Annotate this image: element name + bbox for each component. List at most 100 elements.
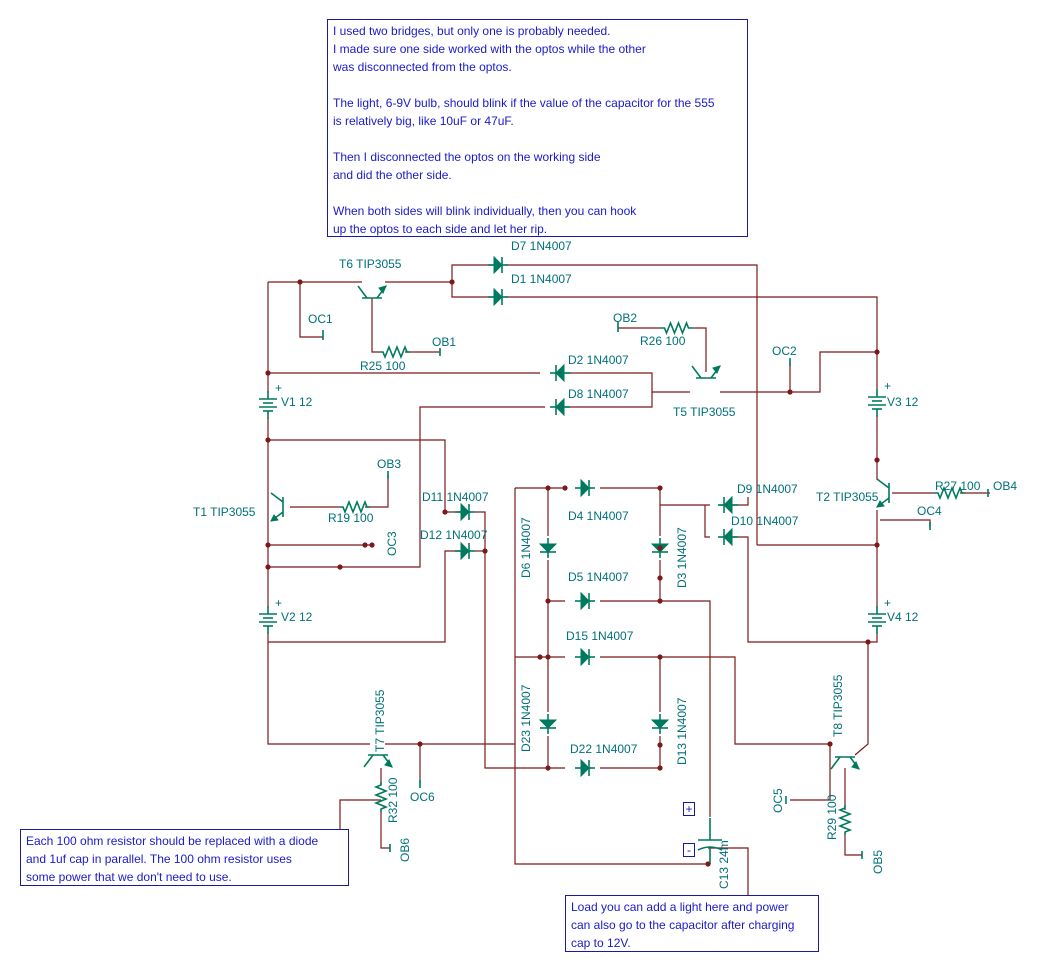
label-r32: R32 100	[386, 777, 400, 823]
junction-dot	[545, 765, 551, 771]
note-resistor-line: Each 100 ohm resistor should be replaced…	[26, 834, 319, 848]
diode-d23	[538, 714, 558, 734]
battery-v1: +	[259, 381, 282, 419]
label-ob2: OB2	[613, 311, 637, 325]
label-r27: R27 100	[935, 479, 981, 493]
component-symbols: + + + +	[259, 255, 989, 864]
battery-plus-sign: +	[275, 596, 282, 610]
wire	[339, 799, 381, 829]
label-v2: V2 12	[281, 610, 313, 624]
wire	[704, 505, 710, 538]
label-d13: D13 1N4007	[675, 697, 689, 765]
note-load-line: can also go to the capacitor after charg…	[571, 918, 795, 932]
label-d8: D8 1N4007	[568, 387, 629, 401]
junction-dot	[705, 861, 711, 867]
junction-dots	[265, 279, 880, 867]
wire	[380, 812, 390, 849]
junction-dot	[874, 542, 880, 548]
diode-d8	[550, 397, 570, 417]
note-resistor: Each 100 ohm resistor should be replaced…	[20, 829, 349, 886]
wire	[267, 632, 370, 745]
wire	[730, 536, 878, 643]
wire	[600, 600, 711, 817]
wire	[268, 550, 465, 643]
label-d3: D3 1N4007	[675, 527, 689, 588]
minus-terminal-marker: -	[683, 843, 695, 857]
label-c13: C13 24m	[717, 840, 731, 889]
junction-dot	[369, 542, 375, 548]
wire	[565, 392, 653, 408]
plus-terminal-marker: +	[683, 802, 695, 816]
diode-d11	[455, 502, 475, 522]
label-d11: D11 1N4007	[422, 490, 489, 504]
note-top-line: I used two bridges, but only one is prob…	[333, 24, 611, 38]
junction-dot	[874, 457, 880, 463]
diode-d15	[575, 647, 595, 667]
wire	[371, 298, 380, 353]
label-t5: T5 TIP3055	[673, 405, 736, 419]
label-d9: D9 1N4007	[737, 482, 798, 496]
junction-dot	[657, 742, 663, 748]
label-ob4: OB4	[993, 479, 1017, 493]
label-r25: R25 100	[360, 359, 406, 373]
junction-dot	[337, 564, 343, 570]
label-ob3: OB3	[377, 457, 401, 471]
junction-dot	[874, 349, 880, 355]
note-top: I used two bridges, but only one is prob…	[327, 19, 748, 237]
junction-dot	[657, 545, 663, 551]
wire	[720, 351, 877, 393]
wire	[790, 744, 831, 801]
junction-dot	[657, 765, 663, 771]
wire	[600, 656, 661, 712]
label-oc6: OC6	[410, 790, 435, 804]
transistor-t1	[270, 492, 284, 522]
junction-dot	[417, 741, 423, 747]
label-oc2: OC2	[772, 344, 797, 358]
junction-dot	[297, 279, 303, 285]
junction-dot	[265, 437, 271, 443]
label-r29: R29 100	[825, 794, 839, 840]
note-load: Load you can add a light here and power …	[565, 895, 819, 952]
transistor-t8	[830, 756, 860, 770]
junction-dot	[865, 639, 871, 645]
junction-dot	[265, 564, 271, 570]
diode-d13	[650, 714, 670, 734]
battery-v3: +	[868, 379, 891, 417]
junction-dot	[827, 741, 833, 747]
note-load-line: Load you can add a light here and power	[571, 900, 789, 914]
note-top-line: The light, 6-9V bulb, should blink if th…	[333, 96, 715, 110]
junction-dot	[545, 485, 551, 491]
wire	[505, 296, 878, 390]
junction-dot	[657, 598, 663, 604]
label-r26: R26 100	[640, 334, 686, 348]
wire	[475, 511, 548, 769]
junction-dot	[562, 485, 568, 491]
label-d15: D15 1N4007	[566, 629, 634, 643]
label-d10: D10 1N4007	[731, 514, 799, 528]
wire	[660, 656, 830, 745]
label-t2: T2 TIP3055	[816, 490, 879, 504]
wire	[844, 835, 862, 856]
junction-dot	[449, 279, 455, 285]
note-top-line: When both sides will blink individually,…	[333, 204, 637, 218]
resistor-r27	[935, 485, 965, 501]
label-v3: V3 12	[887, 395, 919, 409]
note-resistor-line: some power that we don't need to use.	[26, 870, 232, 884]
note-top-line: I made sure one side worked with the opt…	[333, 42, 646, 56]
junction-dot	[537, 654, 543, 660]
resistor-r29	[837, 805, 853, 835]
label-v1: V1 12	[281, 395, 313, 409]
label-d12: D12 1N4007	[420, 528, 488, 542]
diode-d5	[575, 591, 595, 611]
label-oc1: OC1	[308, 312, 333, 326]
diode-d7	[488, 255, 508, 275]
diode-d9	[718, 495, 738, 515]
junction-dot	[787, 389, 793, 395]
label-ob6: OB6	[398, 838, 412, 862]
battery-plus-sign: +	[884, 379, 891, 393]
wire	[451, 282, 495, 298]
wire	[268, 406, 545, 568]
junction-dot	[657, 654, 663, 660]
